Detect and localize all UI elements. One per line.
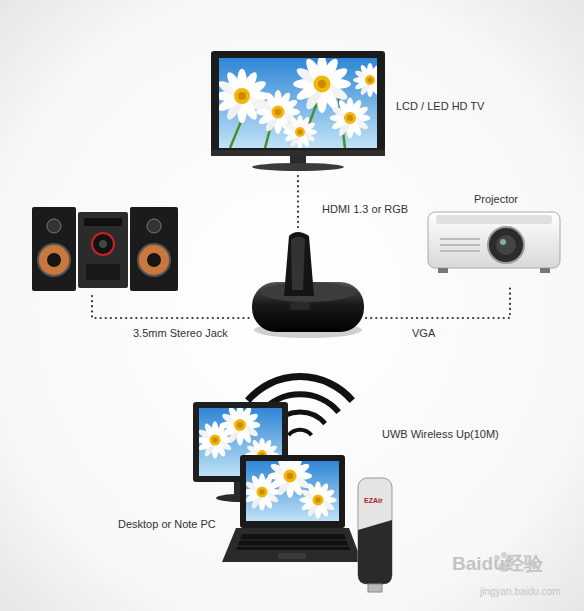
laptop-illustration [222,454,362,562]
watermark-box: Baidu经验 [452,553,543,576]
wireless-label: UWB Wireless Up(10M) [382,428,499,440]
receiver-hub [252,232,364,338]
watermark-box: jingyan.baidu.com [480,581,561,599]
watermark: Baidu经验 [452,553,543,574]
device-label-box: Projector [474,189,518,207]
connection-label-box: 3.5mm Stereo Jack [133,323,228,341]
device-label: Desktop or Note PC [118,518,216,530]
device-label: Projector [474,193,518,205]
projector-illustration [428,212,560,273]
speaker-system [32,207,178,291]
connection-label: HDMI 1.3 or RGB [322,203,408,215]
usb-dongle [358,478,392,592]
device-label-box: Desktop or Note PC [118,514,216,532]
device-label: LCD / LED HD TV [396,100,484,112]
connection-label: 3.5mm Stereo Jack [133,327,228,339]
device-label-box: LCD / LED HD TV [396,96,484,114]
watermark: jingyan.baidu.com [480,586,561,597]
tv-illustration [211,51,387,171]
brand-logo: EZAir [364,497,383,504]
wireless-label-box: UWB Wireless Up(10M) [382,424,499,442]
connection-label: VGA [412,327,435,339]
connection-label-box: HDMI 1.3 or RGB [322,199,408,217]
connection-label-box: VGA [412,323,435,341]
brand-logo-box: EZAir [364,489,383,507]
